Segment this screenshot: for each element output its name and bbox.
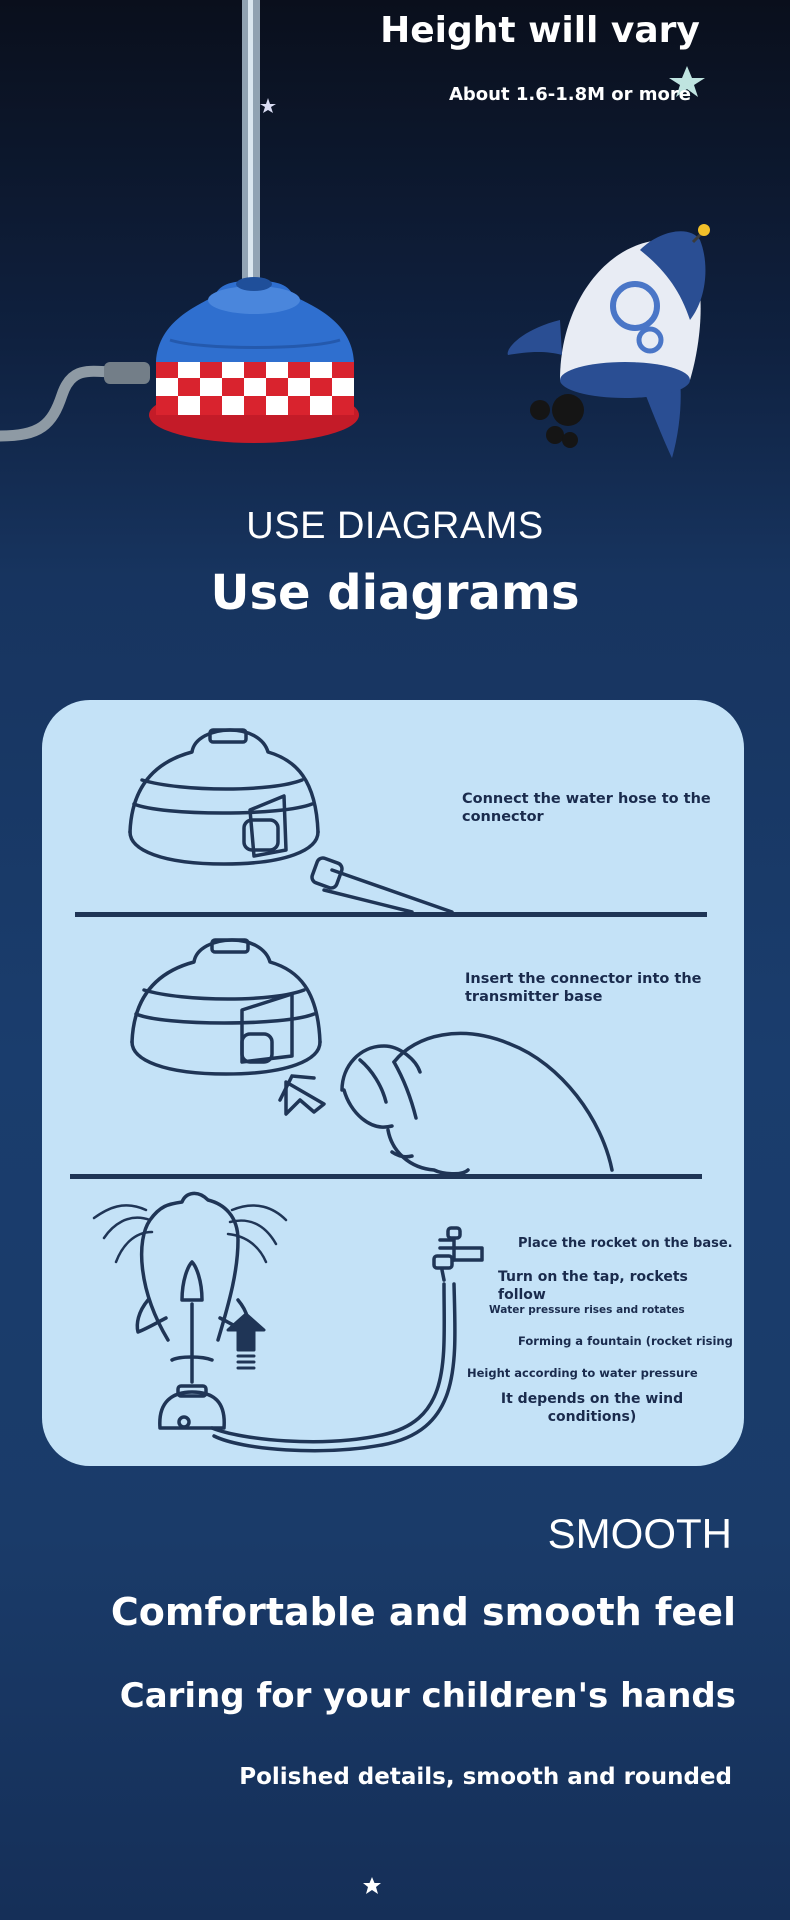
step-3-line-6: It depends on the wind [500, 1391, 684, 1407]
smooth-heading-1: Comfortable and smooth feel [110, 1590, 736, 1634]
step-3-line-4: Forming a fountain (rocket rising [518, 1334, 733, 1348]
transmitter-base-icon [128, 728, 320, 866]
star-icon [363, 1877, 381, 1894]
smooth-subtext: Polished details, smooth and rounded [239, 1764, 732, 1790]
arrow-icon [278, 1074, 326, 1116]
section-title: Use diagrams [210, 565, 580, 621]
rocket-icon [507, 224, 710, 458]
hero-section: Height will vary About 1.6-1.8M or more [0, 0, 790, 470]
diagram-card: Connect the water hose to the connector … [42, 700, 744, 1466]
step-3-line-1: Place the rocket on the base. [518, 1236, 733, 1251]
star-icon [260, 98, 276, 113]
smooth-heading-2: Caring for your children's hands [119, 1676, 736, 1716]
hose-diagram-icon [210, 1282, 457, 1453]
step-3-line-2: Turn on the tap, rockets follow [498, 1269, 688, 1303]
launcher-base-icon [149, 277, 359, 443]
hero-title: Height will vary [380, 10, 700, 51]
spray-icon [92, 1204, 288, 1264]
step-3-line-7: conditions) [547, 1409, 637, 1425]
hose-icon [0, 365, 124, 442]
step-1-text: Connect the water hose to the connector [462, 790, 722, 826]
section-eyebrow: USE DIAGRAMS [246, 505, 544, 547]
step-3-line-3: Water pressure rises and rotates [489, 1304, 685, 1316]
step-divider [70, 1174, 702, 1179]
step-1-line-1: Connect the water hose to the [462, 791, 711, 807]
step-1-line-2: connector [462, 809, 544, 825]
up-arrow-icon [226, 1312, 266, 1370]
step-divider [75, 912, 707, 917]
step-3-line-5: Height according to water pressure [467, 1366, 698, 1380]
step-2-text: Insert the connector into the transmitte… [465, 970, 725, 1006]
diagram-line-art [70, 728, 707, 1453]
hero-subtitle: About 1.6-1.8M or more [448, 84, 691, 105]
hero-illustration [0, 0, 710, 458]
transmitter-base-icon [130, 938, 322, 1076]
star-icon [669, 66, 705, 97]
water-hose-icon [310, 856, 454, 914]
smooth-eyebrow: SMOOTH [547, 1510, 732, 1557]
tap-icon [432, 1226, 484, 1282]
rocket-diagram-icon [135, 1191, 251, 1430]
step-2-line-2: transmitter base [465, 989, 603, 1005]
step-2-line-1: Insert the connector into the [465, 971, 702, 987]
hand-icon [340, 1031, 614, 1176]
